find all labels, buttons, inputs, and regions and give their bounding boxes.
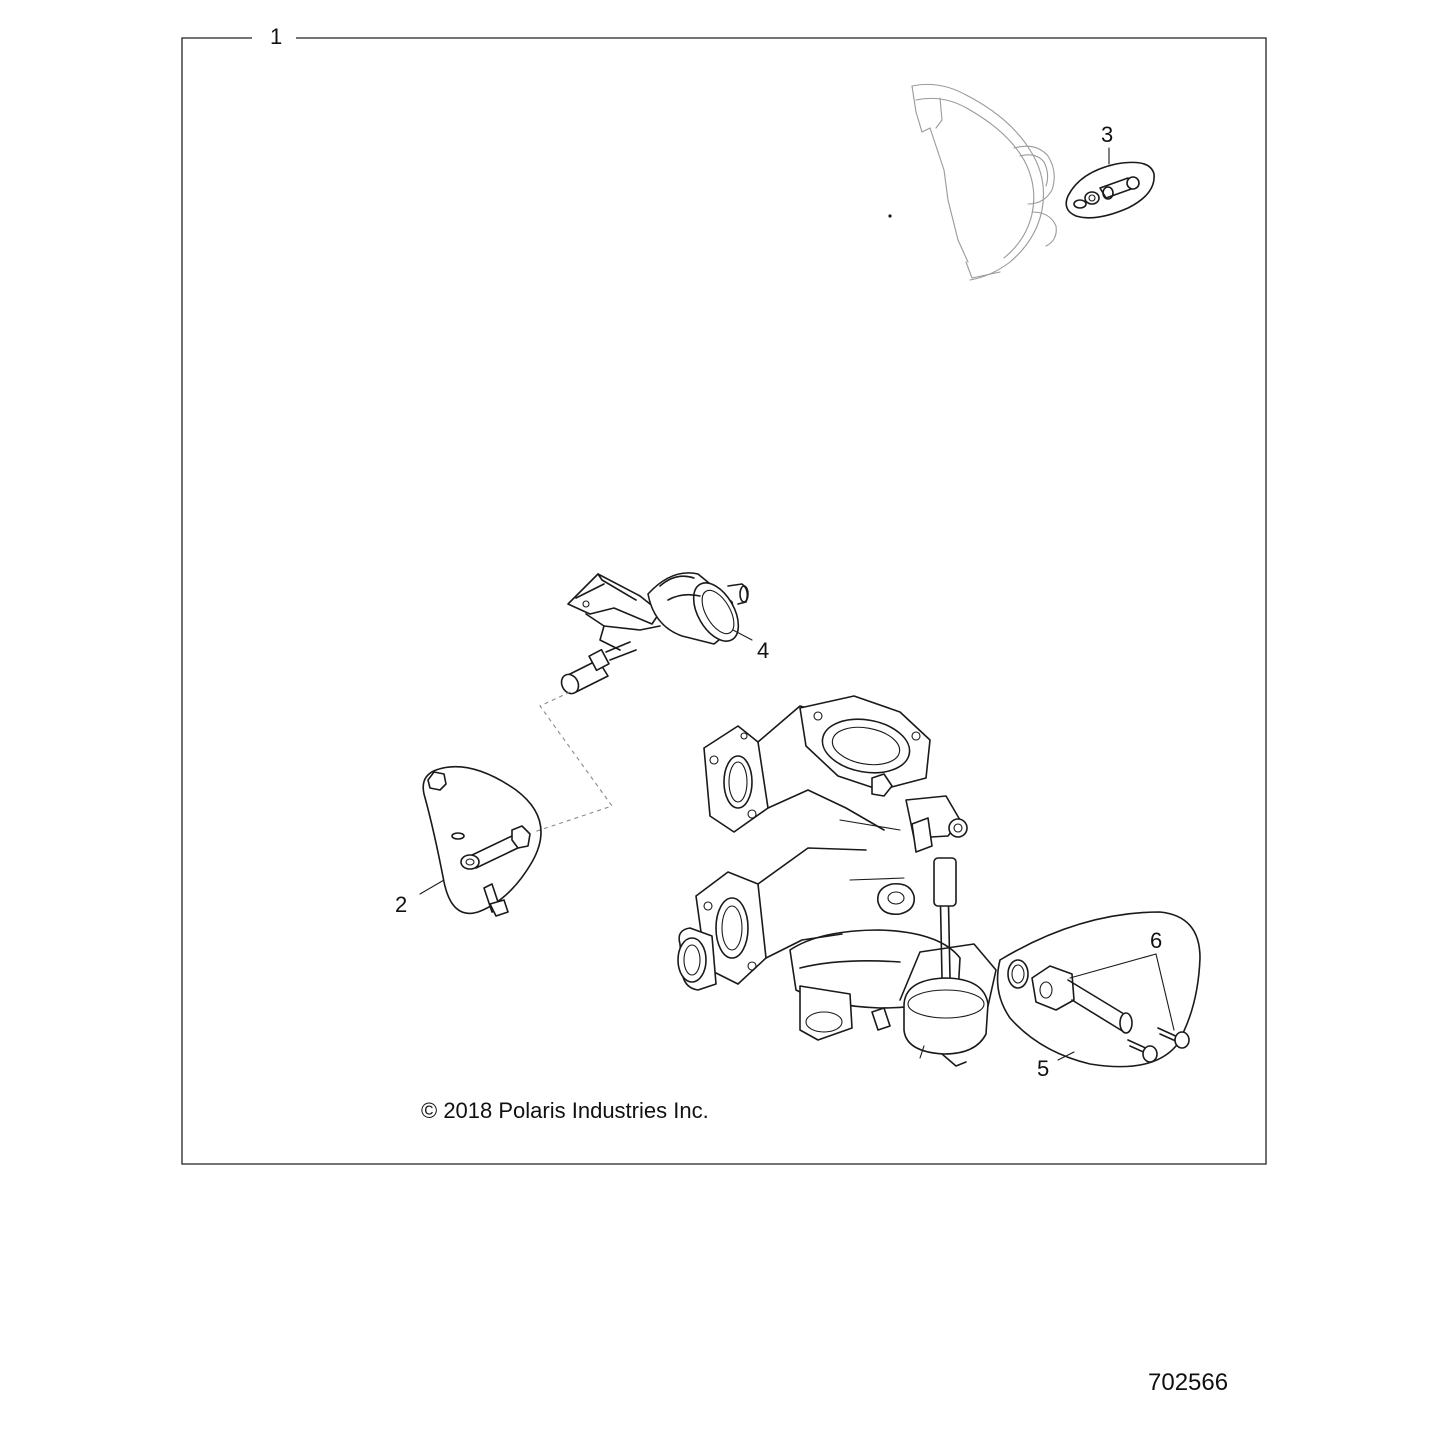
callout-1: 1 [270, 24, 282, 49]
wastegate-actuator [560, 572, 749, 695]
kit-frame [181, 37, 1267, 1165]
assembly-leader [533, 691, 613, 833]
callout-4-group: 4 [732, 629, 769, 663]
callout-6-group: 6 [1069, 928, 1175, 1031]
callout-5: 5 [1037, 1056, 1049, 1081]
flange-bolt-icon [1142, 1045, 1158, 1063]
drawing-number: 702566 [1148, 1369, 1228, 1396]
callout-6: 6 [1150, 928, 1162, 953]
callout-3: 3 [1101, 122, 1113, 147]
callout-4: 4 [757, 638, 769, 663]
turbo-housing-ghost [888, 83, 1057, 281]
rod-end-kit [422, 765, 542, 917]
washer-icon [1073, 199, 1087, 209]
nut-icon [427, 771, 447, 791]
callout-5-group: 5 [1037, 1051, 1075, 1081]
callout-2: 2 [395, 892, 407, 917]
oil-tube-kit [996, 911, 1201, 1068]
turbocharger-assembly [677, 695, 997, 1067]
actuator-canister-icon [903, 977, 989, 1055]
callout-2-group: 2 [395, 879, 445, 917]
callout-3-group: 3 [1065, 122, 1155, 219]
o-ring-icon [1007, 959, 1029, 989]
copyright-notice: © 2018 Polaris Industries Inc. [421, 1098, 709, 1123]
